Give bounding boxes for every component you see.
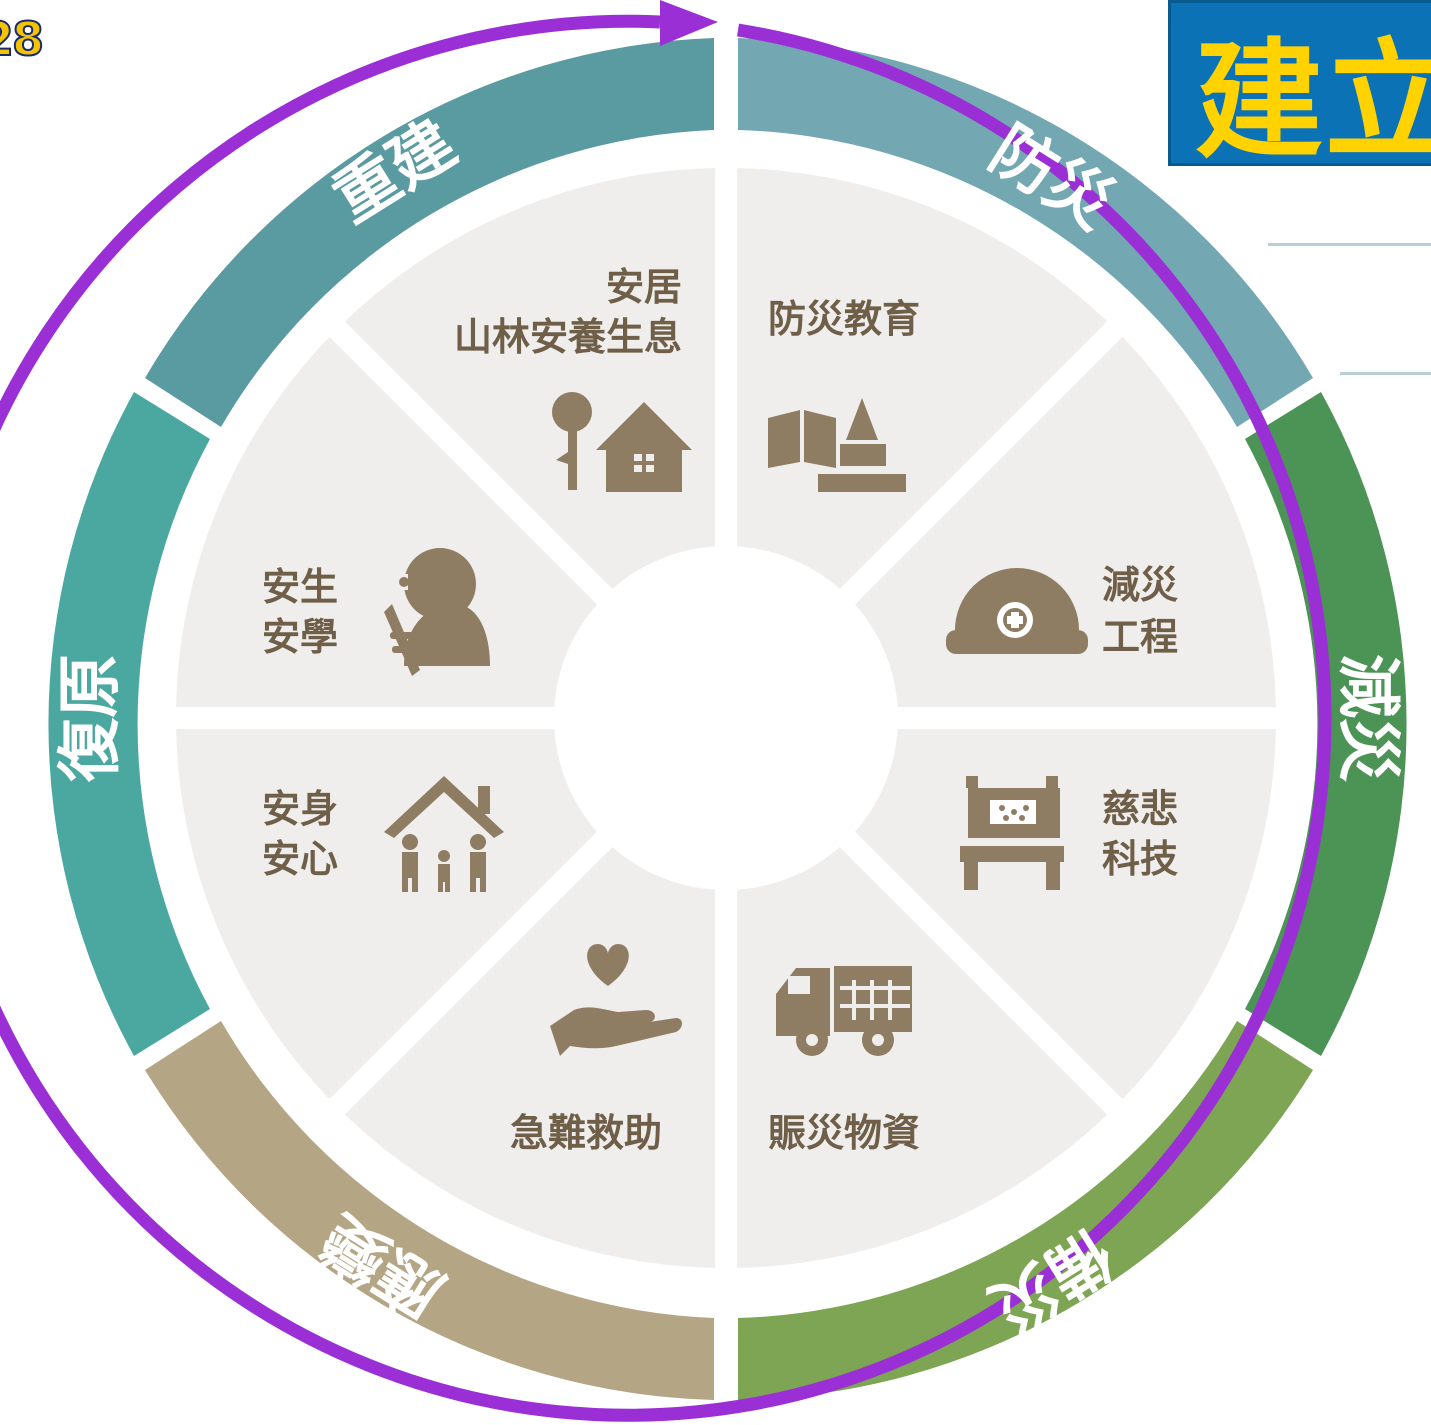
decorative-line	[1268, 243, 1431, 246]
family-house-icon	[384, 776, 504, 892]
helmet-icon	[946, 568, 1088, 654]
ring-segment-prevention	[738, 38, 1313, 427]
sector-label-engineering-line1: 減災	[1102, 563, 1178, 607]
sector-label-settle-line1: 安身	[262, 787, 338, 831]
tree-house-icon	[552, 392, 692, 492]
sector-label-settle-line2: 安心	[262, 837, 338, 881]
book-cone-icon	[768, 398, 906, 492]
sector-label-engineering-line2: 工程	[1102, 615, 1178, 659]
cycle-arrow-ring	[0, 14, 1332, 1422]
slide-number: 28	[0, 11, 45, 67]
ring-segment-reconstruction	[145, 38, 714, 427]
heart-hand-icon	[550, 944, 682, 1056]
ring-label-mitigation: 減災	[1330, 654, 1404, 782]
sector-label-tech-line1: 慈悲	[1102, 787, 1178, 831]
decorative-line	[1340, 372, 1431, 375]
sector-label-rescue: 急難救助	[510, 1111, 662, 1155]
ring-segment-recovery	[48, 392, 210, 1056]
sector-label-study-line1: 安生	[262, 565, 338, 609]
sector-label-home-line1: 安居	[606, 265, 682, 309]
ring-label-recovery: 復原	[54, 654, 128, 783]
sector-label-home-line2: 山林安養生息	[454, 315, 682, 359]
title-box: 建立	[1168, 0, 1431, 166]
ring-segment-response	[145, 1021, 714, 1400]
sector-label-education: 防災教育	[768, 297, 920, 341]
student-icon	[384, 548, 490, 676]
ring-segment-preparedness	[738, 1021, 1313, 1400]
board-icon	[960, 776, 1064, 890]
truck-icon	[776, 966, 912, 1056]
sector-label-study-line2: 安學	[262, 615, 338, 659]
page-title: 建立	[1195, 27, 1431, 166]
cycle-arrowhead	[660, 0, 718, 46]
sector-label-supplies: 賑災物資	[768, 1111, 920, 1155]
sector-label-tech-line2: 科技	[1102, 837, 1178, 881]
center-circle	[554, 546, 898, 890]
